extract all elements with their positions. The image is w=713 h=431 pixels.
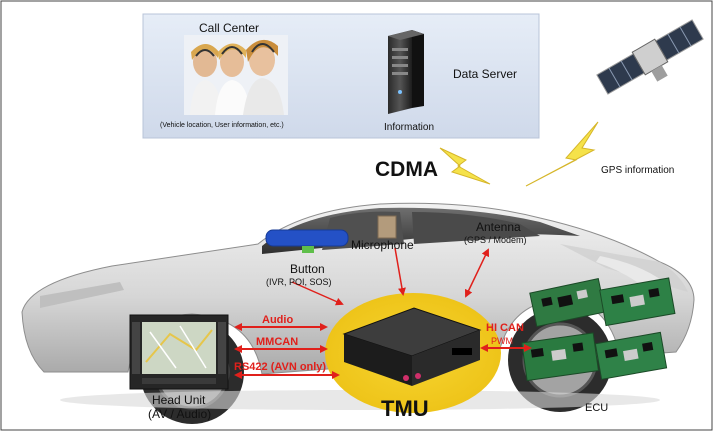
data-server-image: [388, 30, 424, 114]
antenna-label: Antenna: [476, 220, 521, 234]
antenna-sublabel: (GPS / Modem): [464, 235, 527, 245]
cdma-label: CDMA: [375, 158, 438, 181]
pwm-label: PWM: [491, 336, 513, 346]
ecu-label: ECU: [585, 402, 609, 414]
call-center-operators-image: [184, 35, 288, 115]
hican-label: HI CAN: [486, 322, 524, 334]
gps-lightning: [525, 121, 599, 187]
microphone-image: [377, 215, 397, 239]
head-unit-image: [129, 314, 229, 390]
antenna-link: [464, 248, 490, 298]
button-sublabel: (IVR, POI, SOS): [266, 277, 332, 287]
button-label: Button: [290, 262, 325, 276]
call-center-note: (Vehicle location, User information, etc…: [160, 122, 284, 129]
information-label: Information: [384, 122, 435, 133]
cdma-lightning: [439, 147, 491, 185]
tmu-module-image: [342, 307, 482, 386]
head-unit-label: Head Unit: [152, 393, 206, 407]
data-server-label: Data Server: [453, 67, 518, 81]
head-unit-sublabel: (AV / Audio): [148, 407, 212, 421]
mmcan-label: MMCAN: [256, 336, 299, 348]
audio-label: Audio: [262, 314, 294, 326]
rearview-mirror-image: [265, 229, 349, 253]
satellite-image: [596, 19, 704, 95]
call-center-label: Call Center: [199, 21, 260, 35]
tmu-label: TMU: [381, 396, 429, 421]
gps-information-label: GPS information: [601, 165, 675, 176]
ecu-boards-image: [521, 277, 676, 382]
button-link: [291, 281, 344, 306]
microphone-label: Microphone: [351, 238, 414, 252]
microphone-link: [394, 247, 406, 296]
rs422-label: RS422 (AVN only): [234, 361, 327, 373]
